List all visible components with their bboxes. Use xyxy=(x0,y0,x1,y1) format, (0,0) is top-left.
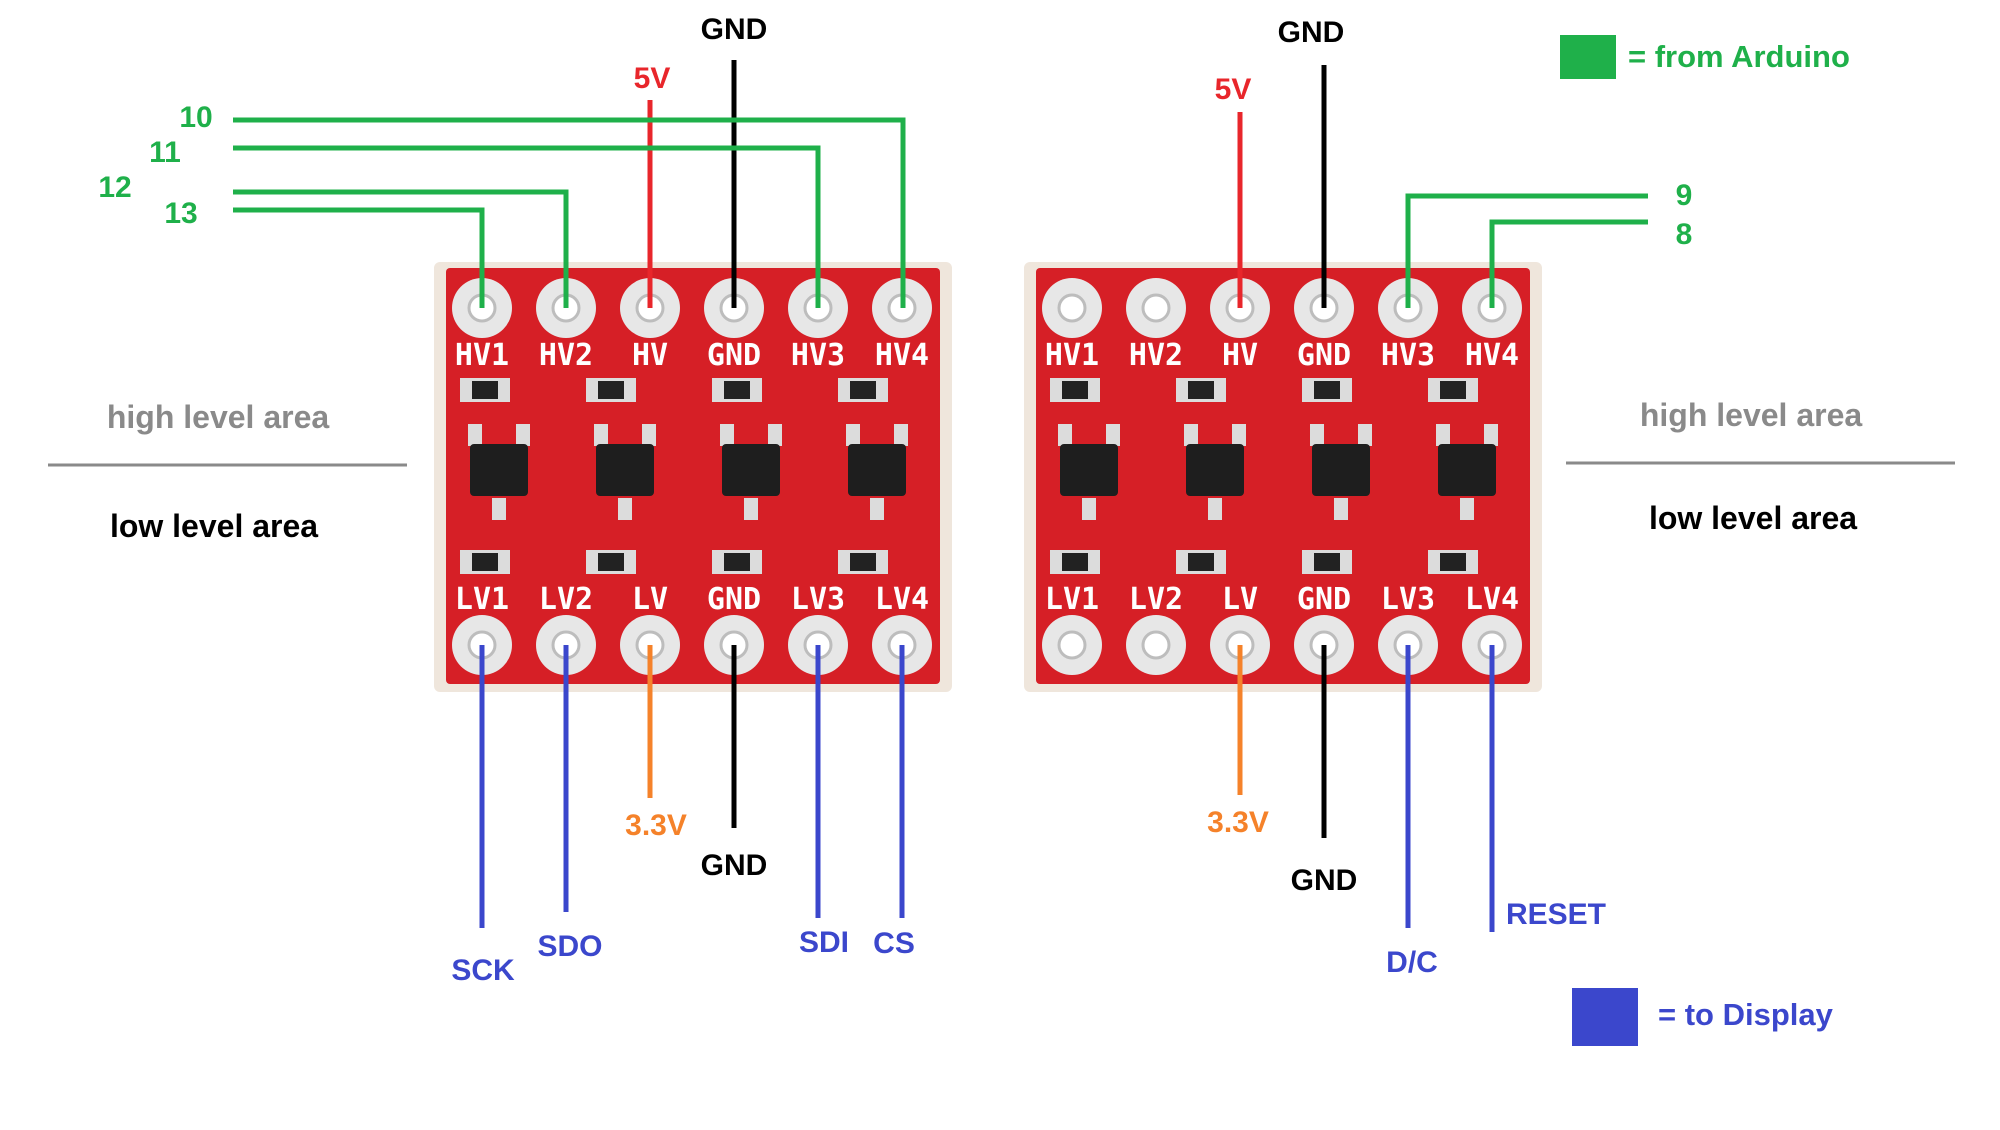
left-wire-10 xyxy=(233,117,906,308)
arduino-pin-9-label: 9 xyxy=(1676,179,1693,212)
right-top-resistors xyxy=(1050,378,1478,402)
display-sdo-label: SDO xyxy=(537,930,602,963)
left-wires xyxy=(233,60,906,928)
left-pin-label-lv3: LV3 xyxy=(791,582,845,617)
left-pin-label-lv2: LV2 xyxy=(539,582,593,617)
left-wire-11 xyxy=(233,145,821,308)
left-low-level-area-label: low level area xyxy=(110,508,318,544)
left-3v3-label: 3.3V xyxy=(625,809,687,842)
right-pin-label-lv: LV xyxy=(1222,582,1258,617)
left-gnd-bottom-label: GND xyxy=(701,849,768,882)
arduino-pin-13-label: 13 xyxy=(164,197,197,230)
left-top-resistors xyxy=(460,378,888,402)
right-transistors xyxy=(1058,424,1498,520)
display-reset-label: RESET xyxy=(1506,898,1606,931)
left-high-level-area-label: high level area xyxy=(107,399,330,435)
right-pin-label-lv2: LV2 xyxy=(1129,582,1183,617)
right-wire-9 xyxy=(1405,193,1648,308)
left-pin-label-gnd-bottom: GND xyxy=(707,582,761,617)
left-level-shifter-board: HV1 HV2 HV GND HV3 HV4 xyxy=(434,262,952,692)
right-pin-label-lv1: LV1 xyxy=(1045,582,1099,617)
right-pin-label-lv3: LV3 xyxy=(1381,582,1435,617)
left-pin-label-gnd-top: GND xyxy=(707,338,761,373)
right-low-level-area-label: low level area xyxy=(1649,500,1857,536)
arduino-pin-11-label: 11 xyxy=(149,136,181,169)
left-pin-label-hv: HV xyxy=(632,338,668,373)
right-high-level-area-label: high level area xyxy=(1640,397,1863,433)
display-dc-label: D/C xyxy=(1386,946,1438,979)
left-pin-label-hv4: HV4 xyxy=(875,338,929,373)
left-pin-label-lv1: LV1 xyxy=(455,582,509,617)
display-sck-label: SCK xyxy=(451,954,515,987)
arduino-pin-10-label: 10 xyxy=(179,101,212,134)
legend-display-swatch xyxy=(1572,988,1638,1046)
left-gnd-top-label: GND xyxy=(701,13,768,46)
right-pin-label-gnd-top: GND xyxy=(1297,338,1351,373)
right-pin-label-lv4: LV4 xyxy=(1465,582,1519,617)
right-pin-label-gnd-bottom: GND xyxy=(1297,582,1351,617)
right-bottom-resistors xyxy=(1050,550,1478,574)
legend-arduino-label: = from Arduino xyxy=(1628,39,1850,74)
legend: = from Arduino = to Display xyxy=(1560,35,1850,1046)
right-pad-lv2 xyxy=(1126,615,1186,675)
left-pin-label-lv: LV xyxy=(632,582,668,617)
right-pad-hv2 xyxy=(1126,278,1186,338)
left-pin-label-hv3: HV3 xyxy=(791,338,845,373)
left-bottom-resistors xyxy=(460,550,888,574)
right-5v-label: 5V xyxy=(1215,73,1252,106)
right-pin-label-hv3: HV3 xyxy=(1381,338,1435,373)
display-cs-label: CS xyxy=(873,927,915,960)
right-wires xyxy=(1237,65,1648,932)
arduino-pin-8-label: 8 xyxy=(1676,218,1693,251)
display-sdi-label: SDI xyxy=(799,926,849,959)
legend-display-label: = to Display xyxy=(1658,997,1834,1032)
right-gnd-bottom-label: GND xyxy=(1291,864,1358,897)
left-pin-label-hv2: HV2 xyxy=(539,338,593,373)
right-pin-label-hv: HV xyxy=(1222,338,1258,373)
right-pin-label-hv1: HV1 xyxy=(1045,338,1099,373)
left-5v-label: 5V xyxy=(634,62,671,95)
right-pad-hv1 xyxy=(1042,278,1102,338)
right-pin-label-hv2: HV2 xyxy=(1129,338,1183,373)
left-wire-13 xyxy=(233,207,485,308)
right-3v3-label: 3.3V xyxy=(1207,806,1269,839)
left-pin-label-lv4: LV4 xyxy=(875,582,929,617)
right-gnd-top-label: GND xyxy=(1278,16,1345,49)
right-level-shifter-board: HV1 HV2 HV GND HV3 HV4 LV1 LV2 xyxy=(1024,262,1542,692)
left-transistors xyxy=(468,424,908,520)
left-pin-label-hv1: HV1 xyxy=(455,338,509,373)
arduino-pin-12-label: 12 xyxy=(98,171,131,204)
left-wire-12 xyxy=(233,189,569,308)
right-pad-lv1 xyxy=(1042,615,1102,675)
right-pin-label-hv4: HV4 xyxy=(1465,338,1519,373)
right-wire-8 xyxy=(1489,219,1648,308)
legend-arduino-swatch xyxy=(1560,35,1616,79)
